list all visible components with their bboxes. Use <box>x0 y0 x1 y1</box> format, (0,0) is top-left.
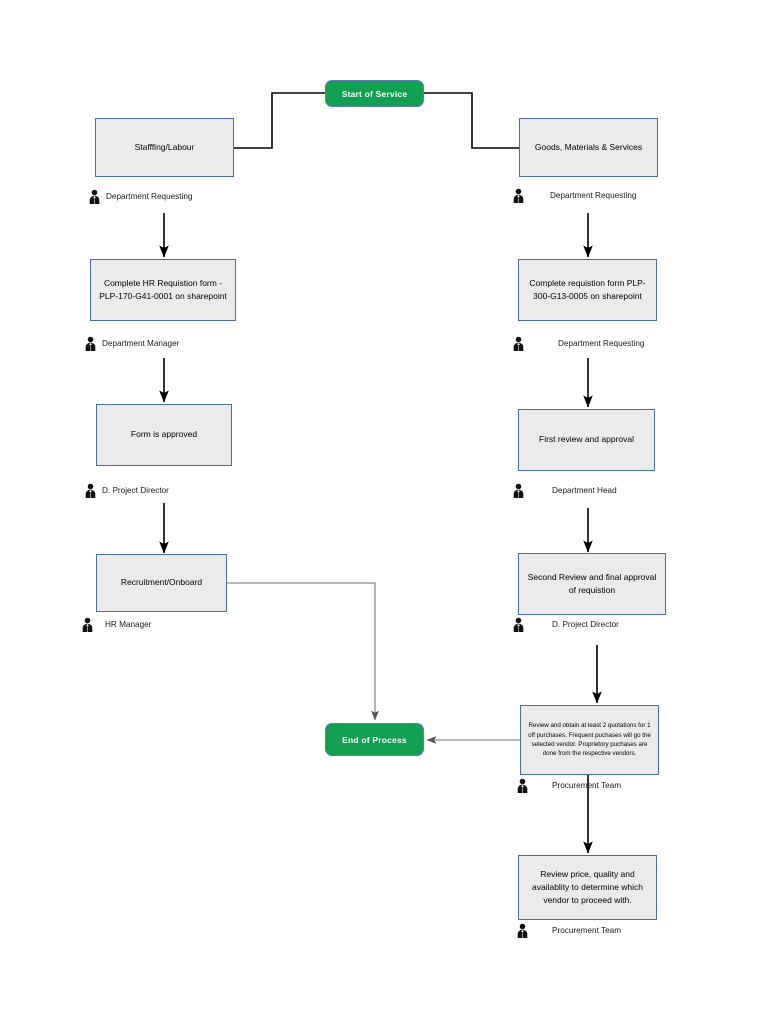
node-complete-requisition-form[interactable]: Complete requistion form PLP-300-G13-000… <box>518 259 657 321</box>
role-department-requesting-goods: Department Requesting <box>512 188 636 203</box>
node-label: Stafffing/Labour <box>134 141 195 152</box>
role-hr-manager: HR Manager <box>81 617 151 632</box>
node-staffing-labour[interactable]: Stafffing/Labour <box>95 118 234 177</box>
node-recruitment-onboard[interactable]: Recruitment/Onboard <box>96 554 227 612</box>
role-label: D. Project Director <box>102 486 169 495</box>
node-label: End of Process <box>342 734 407 745</box>
person-icon <box>513 188 524 203</box>
person-icon <box>513 336 524 351</box>
node-form-is-approved[interactable]: Form is approved <box>96 404 232 466</box>
role-d-project-director-right: D. Project Director <box>512 617 619 632</box>
node-label: Recruitment/Onboard <box>120 577 203 588</box>
node-review-obtain-quotations[interactable]: Review and obtain at least 2 quotations … <box>520 705 659 775</box>
node-first-review-and-approval[interactable]: First review and approval <box>518 409 655 471</box>
role-label: Department Requesting <box>550 191 637 200</box>
person-icon <box>89 189 100 204</box>
role-label: Department Requesting <box>558 339 645 348</box>
node-start-of-service[interactable]: Start of Service <box>325 80 424 107</box>
person-icon <box>85 483 96 498</box>
node-label: Review price, quality and availablity to… <box>531 868 644 906</box>
connector-recruitment-to-end <box>227 582 379 721</box>
node-label: Goods, Materials & Services <box>534 141 643 152</box>
role-d-project-director-left: D. Project Director <box>84 483 169 498</box>
role-department-head: Department Head <box>512 483 617 498</box>
connector-start-to-staffing <box>234 92 325 149</box>
node-goods-materials-services[interactable]: Goods, Materials & Services <box>519 118 658 177</box>
person-icon <box>85 336 96 351</box>
person-icon <box>82 617 93 632</box>
role-label: D. Project Director <box>552 620 619 629</box>
node-label: Complete requistion form PLP-300-G13-000… <box>529 277 646 301</box>
role-label: Department Manager <box>102 339 180 348</box>
person-icon <box>513 483 524 498</box>
role-department-requesting-reqform: Department Requesting <box>512 336 644 351</box>
role-label: Department Head <box>552 486 617 495</box>
person-icon <box>517 923 528 938</box>
person-icon <box>517 778 528 793</box>
node-second-review-final-approval[interactable]: Second Review and final approval of requ… <box>518 553 666 615</box>
node-label: Review and obtain at least 2 quotations … <box>528 722 651 758</box>
role-label: HR Manager <box>105 620 152 629</box>
role-label: Procurement Team <box>552 781 622 790</box>
role-department-manager: Department Manager <box>84 336 179 351</box>
role-department-requesting-staffing: Department Requesting <box>88 189 192 204</box>
node-label: Form is approved <box>130 429 198 440</box>
node-complete-hr-requisition-form[interactable]: Complete HR Requistion form - PLP-170-G4… <box>90 259 236 321</box>
role-procurement-team-reviewprice: Procurement Team <box>516 923 621 938</box>
connector-start-to-goods <box>424 92 519 149</box>
role-label: Procurement Team <box>552 926 622 935</box>
role-label: Department Requesting <box>106 192 193 201</box>
node-label: First review and approval <box>539 434 634 445</box>
role-procurement-team-quotations: Procurement Team <box>516 778 621 793</box>
node-end-of-process[interactable]: End of Process <box>325 723 424 756</box>
node-review-price-quality-availability[interactable]: Review price, quality and availablity to… <box>518 855 657 920</box>
node-label: Start of Service <box>341 88 408 99</box>
node-label: Second Review and final approval of requ… <box>527 571 657 595</box>
node-label: Complete HR Requistion form - PLP-170-G4… <box>99 277 227 301</box>
person-icon <box>513 617 524 632</box>
